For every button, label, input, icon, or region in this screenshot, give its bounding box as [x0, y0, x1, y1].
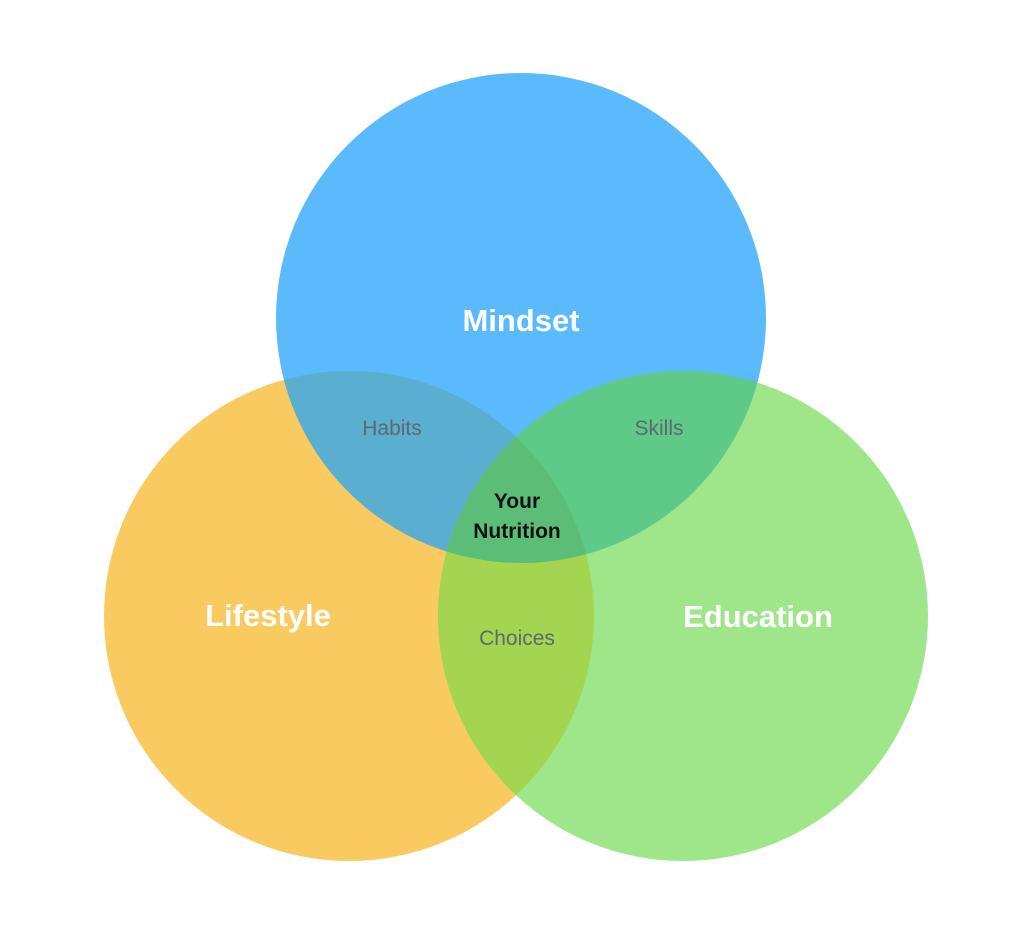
label-education: Education: [683, 599, 833, 634]
label-your: Your: [494, 490, 540, 513]
label-habits: Habits: [362, 417, 422, 440]
label-mindset: Mindset: [462, 303, 579, 338]
label-skills: Skills: [634, 417, 683, 440]
label-choices: Choices: [479, 627, 555, 650]
overlap-center: [438, 371, 594, 563]
label-lifestyle: Lifestyle: [205, 598, 331, 633]
label-nutrition: Nutrition: [473, 520, 560, 543]
